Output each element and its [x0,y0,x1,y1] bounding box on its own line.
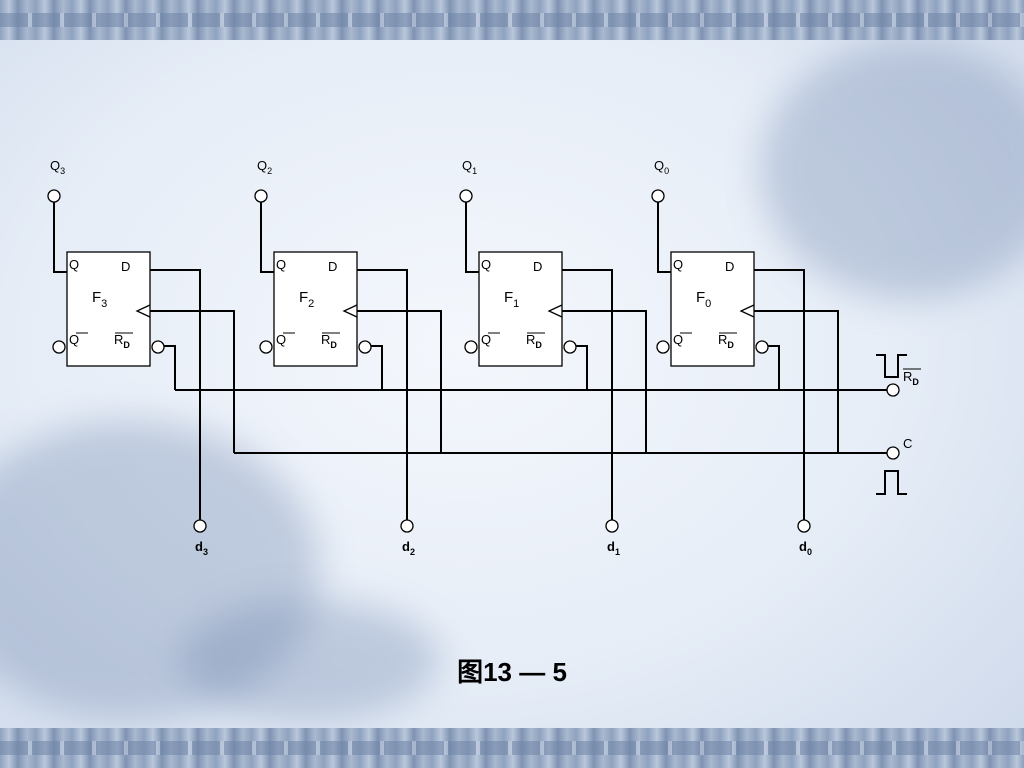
q-output-label: Q3 [50,158,65,176]
d-input-wire [562,269,613,526]
d-input-terminal [797,519,811,533]
qbar-output-terminal [52,340,66,354]
clock-input-marker [547,304,563,318]
rd-pin-label: RD [321,332,337,350]
d-input-wire [150,269,201,526]
d-pin-label: D [121,259,130,274]
top-decorative-band [0,0,1024,40]
flipflop-box [273,251,358,367]
d-input-label: d3 [195,539,208,557]
clock-input-terminal [886,446,900,460]
rd-input-bubble [151,340,165,354]
qbar-pin-label: Q [69,332,79,347]
figure-caption: 图13 — 5 [457,657,567,687]
clock-feed-wire [150,310,235,453]
d-input-label: d2 [402,539,415,557]
clock-pulse-symbol [876,470,907,495]
d-pin-label: D [533,259,542,274]
qbar-pin-label: Q [673,332,683,347]
flipflop-box [478,251,563,367]
q-output-terminal [254,189,268,203]
q-output-wire [465,196,479,273]
flipflop-name: F2 [299,289,314,310]
reset-feed-wire [164,345,176,390]
clock-feed-wire [562,310,647,453]
q-output-wire [260,196,274,273]
reset-input-terminal [886,383,900,397]
d-input-terminal [605,519,619,533]
d-input-label: d0 [799,539,812,557]
q-output-label: Q2 [257,158,272,176]
reset-label: RD [903,369,919,387]
rd-input-bubble [755,340,769,354]
reset-pulse-symbol [876,354,907,378]
clock-feed-wire [754,310,839,453]
d-input-wire [357,269,408,526]
q-pin-label: Q [69,257,79,272]
qbar-output-terminal [656,340,670,354]
clock-input-marker [739,304,755,318]
flipflop-name: F0 [696,289,711,310]
qbar-output-terminal [464,340,478,354]
clock-label: C [903,436,912,451]
background-decoration [760,40,1024,300]
background-decoration [180,600,440,720]
d-input-wire [754,269,805,526]
q-pin-label: Q [673,257,683,272]
reset-feed-wire [768,345,780,390]
qbar-output-terminal [259,340,273,354]
q-output-label: Q0 [654,158,669,176]
q-output-wire [53,196,67,273]
q-output-wire [657,196,671,273]
q-pin-label: Q [276,257,286,272]
background-decoration [0,420,320,720]
qbar-pin-label: Q [276,332,286,347]
reset-feed-wire [576,345,588,390]
bottom-decorative-band [0,728,1024,768]
clock-input-marker [135,304,151,318]
q-output-terminal [651,189,665,203]
q-output-terminal [47,189,61,203]
d-pin-label: D [725,259,734,274]
clock-input-marker [342,304,358,318]
reset-feed-wire [371,345,383,390]
flipflop-box [670,251,755,367]
d-input-terminal [193,519,207,533]
q-output-terminal [459,189,473,203]
rd-pin-label: RD [718,332,734,350]
flipflop-name: F1 [504,289,519,310]
rd-input-bubble [358,340,372,354]
q-output-label: Q1 [462,158,477,176]
flipflop-name: F3 [92,289,107,310]
flipflop-box [66,251,151,367]
qbar-pin-label: Q [481,332,491,347]
bus-layer: RD C [175,354,921,495]
rd-input-bubble [563,340,577,354]
rd-pin-label: RD [114,332,130,350]
d-input-label: d1 [607,539,620,557]
q-pin-label: Q [481,257,491,272]
rd-pin-label: RD [526,332,542,350]
d-pin-label: D [328,259,337,274]
d-input-terminal [400,519,414,533]
clock-feed-wire [357,310,442,453]
